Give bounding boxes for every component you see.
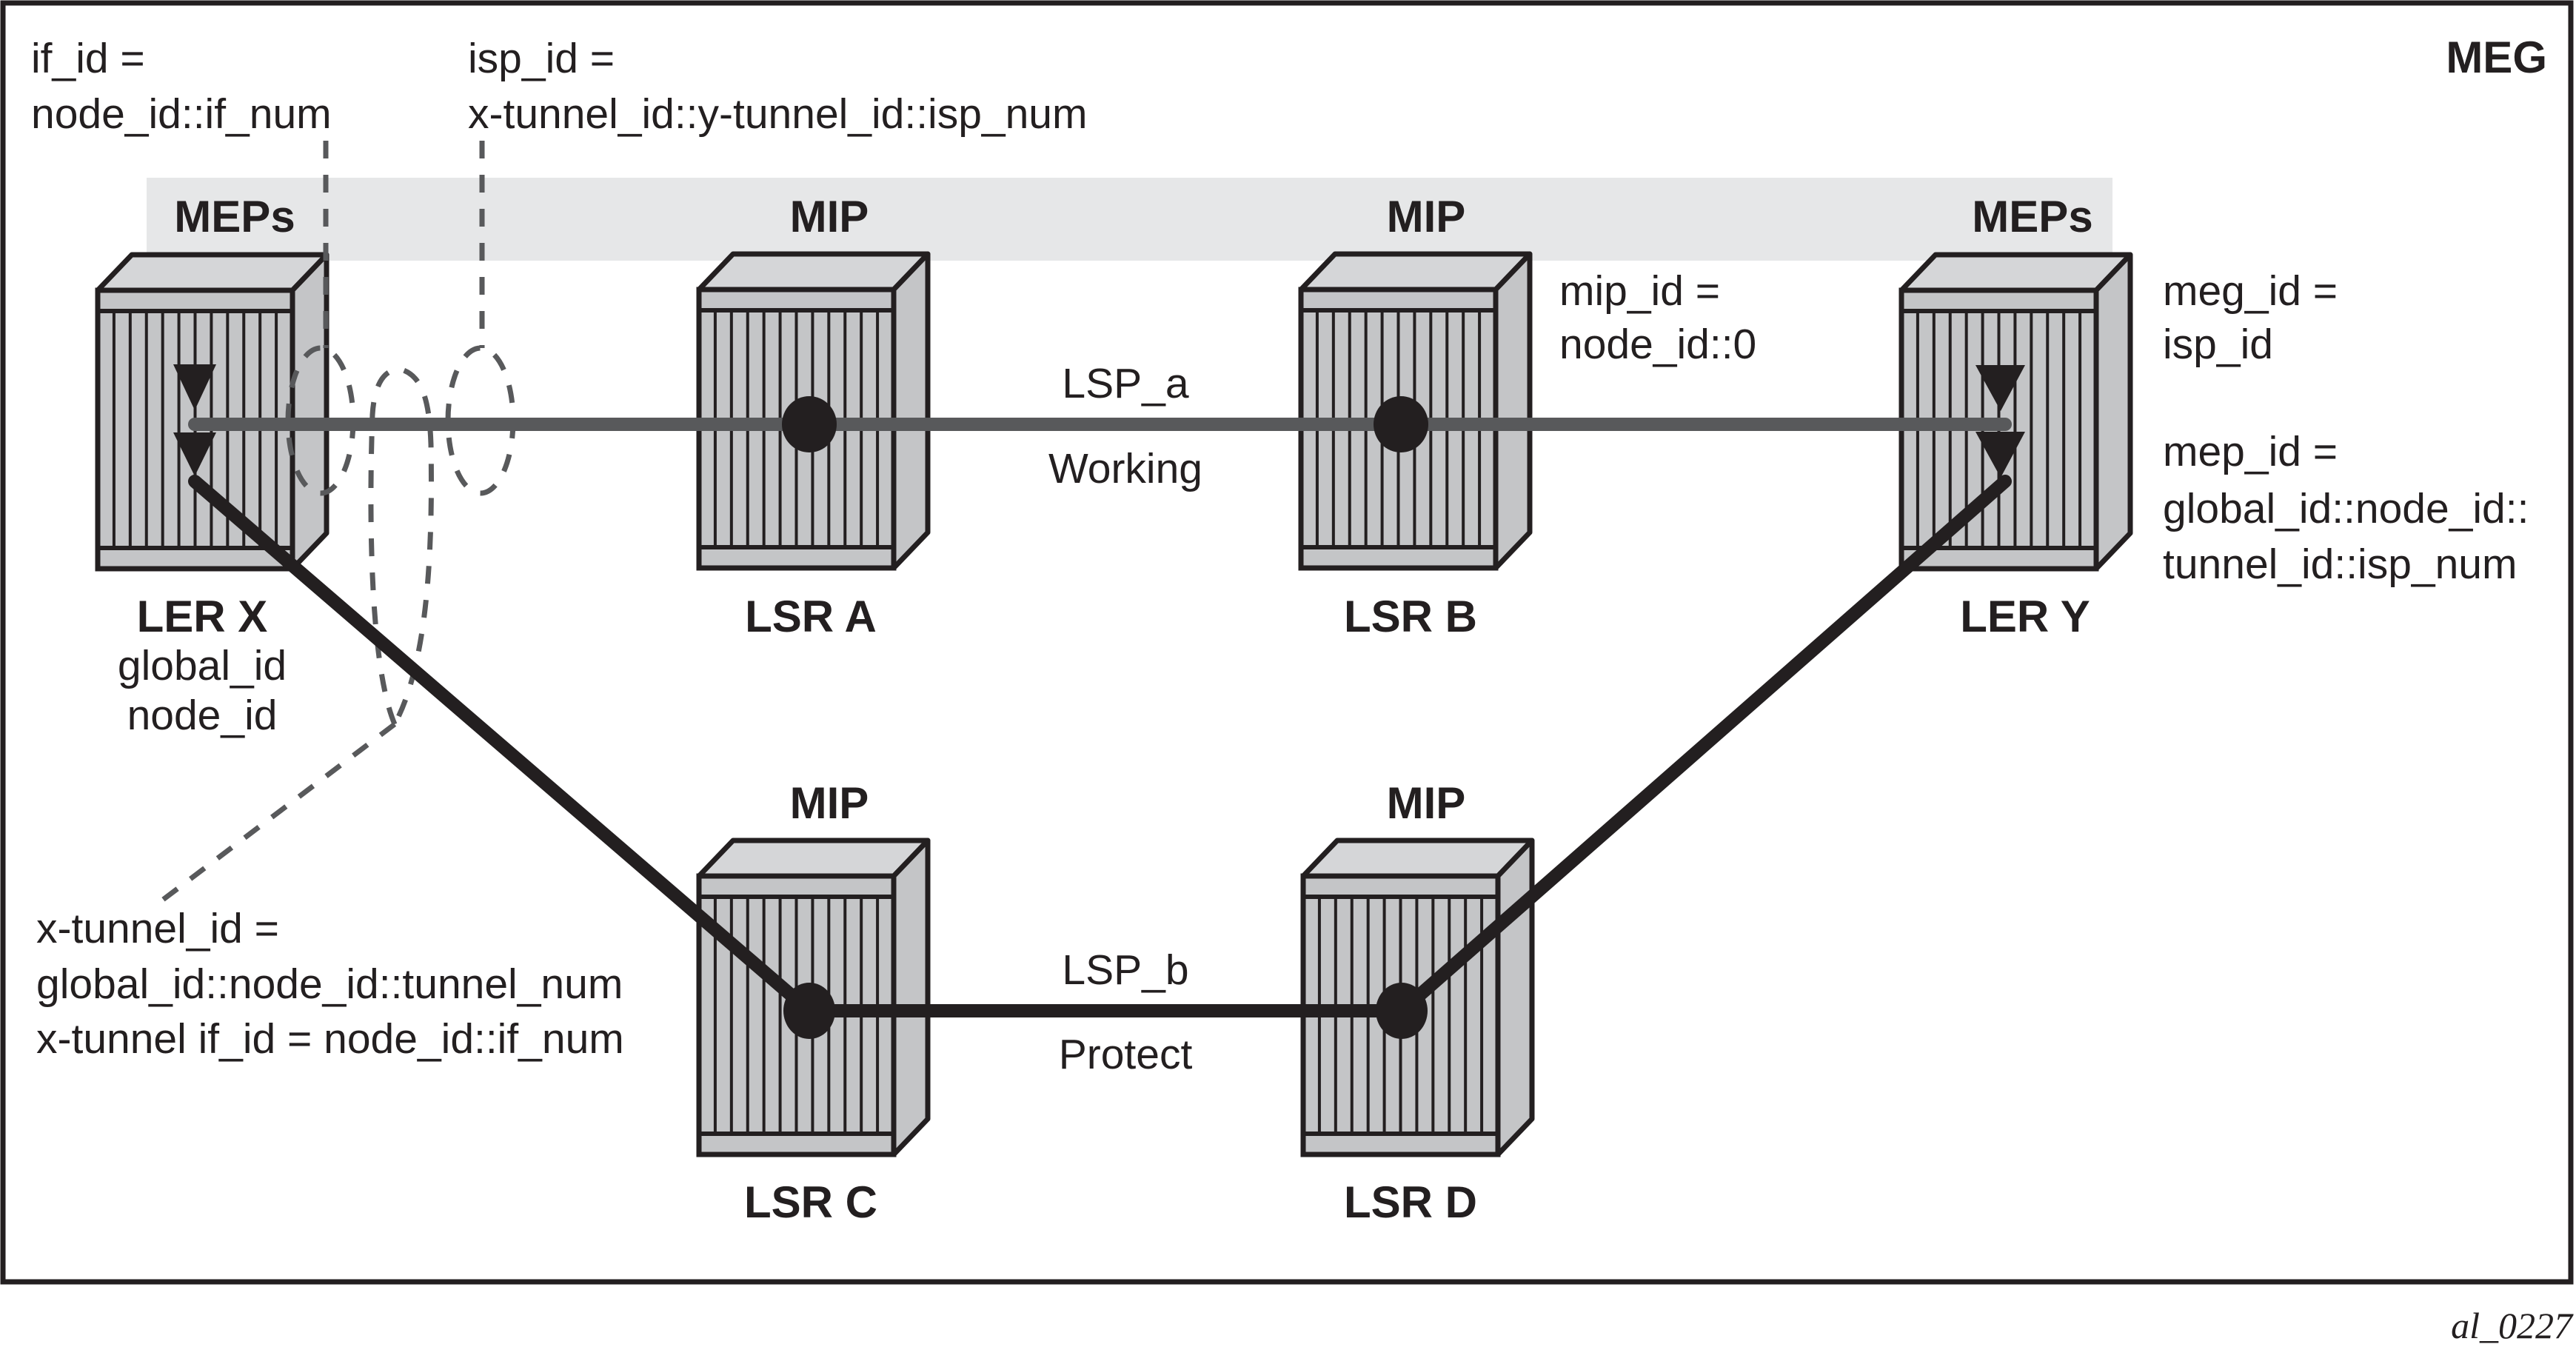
node-label-lsr-b: LSR B [1344,592,1477,641]
band-label-lsr-b: MIP [1387,192,1466,241]
lsp-b-protect-path [188,475,2012,1017]
if-id-annotation-line-2: node_id::if_num [31,90,332,138]
mep-id-annotation-line-2: global_id::node_id:: [2163,485,2529,532]
device-top-face [696,251,931,293]
mip-dot-lsr-b [1374,396,1428,452]
band-label-ler-x: MEPs [174,192,295,241]
device-ler-y [1898,252,2133,572]
mep-arrow-icon [1976,432,2025,478]
device-side-face [891,838,931,1157]
mep-mip-band [147,178,2112,261]
node-label-ler-y: LER Y [1960,592,2090,641]
x-tunnel-annotation-line-2: global_id::node_id::tunnel_num [36,960,623,1008]
device-top-face [95,252,329,293]
isp-id-annotation-line-1: isp_id = [468,35,615,82]
device-side-face [2093,252,2133,572]
device-top-face [1300,838,1535,879]
x-tunnel-annotation-line-1: x-tunnel_id = [36,905,279,952]
mip-dot-lsr-d [1376,983,1428,1039]
device-side-face [290,252,329,572]
device-top-face [696,838,931,879]
meg-label: MEG [2446,33,2547,82]
meg-id-annotation-line-1: meg_id = [2163,267,2338,315]
if-id-annotation-line-1: if_id = [31,35,145,82]
isp-id-annotation-line-2: x-tunnel_id::y-tunnel_id::isp_num [468,90,1088,138]
figure-id: al_0227 [2451,1305,2574,1346]
device-side-face [1495,838,1535,1157]
device-top-face [1898,252,2133,293]
mep-id-annotation-line-1: mep_id = [2163,428,2338,475]
device-top-face [1298,251,1533,293]
x-tunnel-annotation-line-3: x-tunnel if_id = node_id::if_num [36,1015,624,1063]
mep-arrows-ler-x [173,364,216,476]
mip-label-lsr-c: MIP [790,778,869,828]
lsp-a-label: LSP_a [1062,360,1188,407]
node-label-lsr-c: LSR C [744,1177,877,1227]
device-ler-x [95,252,329,572]
mip-dot-lsr-a [782,396,837,452]
mip-id-annotation-line-2: node_id::0 [1559,321,1756,368]
mip-dot-lsr-c [783,983,835,1039]
mep-arrows-ler-y [1976,365,2025,478]
device-side-face [891,251,931,571]
mip-id-annotation-line-1: mip_id = [1559,267,1720,315]
lsp-a-role: Working [1048,445,1202,492]
x-tunnel-callout [161,367,434,902]
mep-id-annotation-line-3: tunnel_id::isp_num [2163,541,2518,588]
meg-id-annotation-line-2: isp_id [2163,321,2273,368]
lsp-b-role: Protect [1059,1031,1193,1078]
lsp-b-label: LSP_b [1062,946,1188,994]
mip-label-lsr-d: MIP [1387,778,1466,828]
device-side-face [1493,251,1533,571]
mep-arrow-icon [1976,365,2025,411]
node-label-lsr-d: LSR D [1344,1177,1477,1227]
node-label-lsr-a: LSR A [745,592,877,641]
node-sub-global-id: global_id [118,642,287,689]
band-label-ler-y: MEPs [1972,192,2092,241]
node-sub-node-id: node_id [127,692,278,739]
mep-arrow-icon [173,432,216,476]
band-label-lsr-a: MIP [790,192,869,241]
node-label-ler-x: LER X [137,592,268,641]
mep-arrow-icon [173,364,216,410]
